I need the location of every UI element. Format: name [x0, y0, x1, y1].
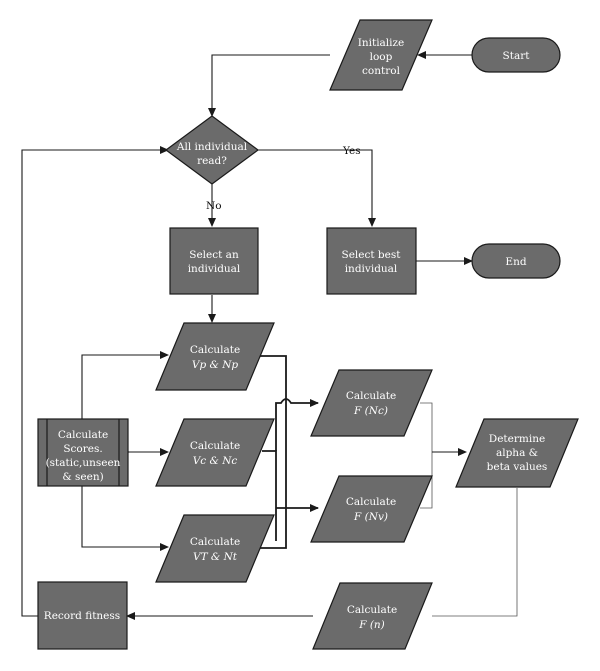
calc-scores-label-2: Scores.: [63, 443, 102, 455]
init-label-1: Initialize: [358, 37, 405, 49]
init-label-3: control: [362, 65, 401, 77]
decision-label-1: All individual: [176, 141, 248, 153]
calc-f-nc-label-1: Calculate: [346, 390, 396, 402]
decision-node: All individual read?: [164, 115, 260, 185]
calc-scores-label-1: Calculate: [58, 429, 108, 441]
calc-scores-label-4: & seen): [62, 471, 103, 483]
calc-f-nv-node: Calculate F (Nv): [310, 475, 433, 543]
record-fitness-label: Record fitness: [44, 610, 120, 622]
calc-f-nc-label-2: F (Nc): [353, 405, 388, 417]
calc-f-n-label-1: Calculate: [347, 604, 397, 616]
determine-label-2: alpha &: [496, 447, 538, 459]
calc-vt-label-1: Calculate: [190, 536, 240, 548]
select-best-label-1: Select best: [342, 249, 402, 261]
end-terminal: End: [471, 243, 561, 279]
edge-decision-yes: [258, 149, 376, 227]
edge-scores-vt: [78, 478, 169, 551]
calc-scores-label-3: (static,unseen: [46, 457, 121, 469]
select-individual-label-1: Select an: [189, 249, 239, 261]
select-best-node: Select best individual: [326, 227, 417, 295]
determine-label-1: Determine: [489, 433, 545, 445]
edge-fnc-to-join: [420, 402, 433, 509]
determine-node: Determine alpha & beta values: [455, 418, 579, 488]
calc-f-nv-label-2: F (Nv): [353, 511, 388, 523]
calc-vc-node: Calculate Vc & Nc: [155, 418, 275, 487]
calc-scores-node: Calculate Scores. (static,unseen & seen): [37, 418, 129, 487]
edge-bus-to-fnc: [275, 398, 319, 451]
init-label-2: loop: [370, 51, 393, 63]
calc-vt-node: Calculate VT & Nt: [155, 514, 275, 583]
calc-f-nc-node: Calculate F (Nc): [310, 369, 433, 437]
determine-label-3: beta values: [487, 461, 548, 473]
edge-scores-vp: [78, 351, 169, 427]
calc-vp-label-2: Vp & Np: [192, 359, 239, 371]
calc-vc-label-2: Vc & Nc: [193, 455, 238, 467]
select-best-label-2: individual: [345, 263, 398, 275]
calc-vc-label-1: Calculate: [190, 440, 240, 452]
select-individual-label-2: individual: [188, 263, 241, 275]
end-label: End: [505, 256, 526, 268]
edge-init-to-decision: [208, 54, 330, 117]
init-node: Initialize loop control: [329, 19, 433, 91]
calc-f-n-node: Calculate F (n): [312, 582, 433, 650]
calc-vp-node: Calculate Vp & Np: [155, 322, 275, 391]
edge-vp-bus: [258, 355, 287, 549]
edge-determine-to-fn: [432, 488, 518, 617]
record-fitness-node: Record fitness: [37, 581, 128, 650]
start-terminal: Start: [471, 37, 561, 73]
calc-vp-label-1: Calculate: [190, 344, 240, 356]
no-label: No: [206, 200, 222, 212]
calc-f-nv-label-1: Calculate: [346, 496, 396, 508]
calc-f-n-label-2: F (n): [358, 619, 385, 631]
start-label: Start: [503, 50, 531, 62]
yes-label: Yes: [342, 145, 361, 157]
calc-vt-label-2: VT & Nt: [193, 551, 238, 563]
edge-record-to-decision: [21, 146, 169, 617]
select-individual-node: Select an individual: [169, 227, 259, 295]
decision-label-2: read?: [197, 155, 227, 167]
